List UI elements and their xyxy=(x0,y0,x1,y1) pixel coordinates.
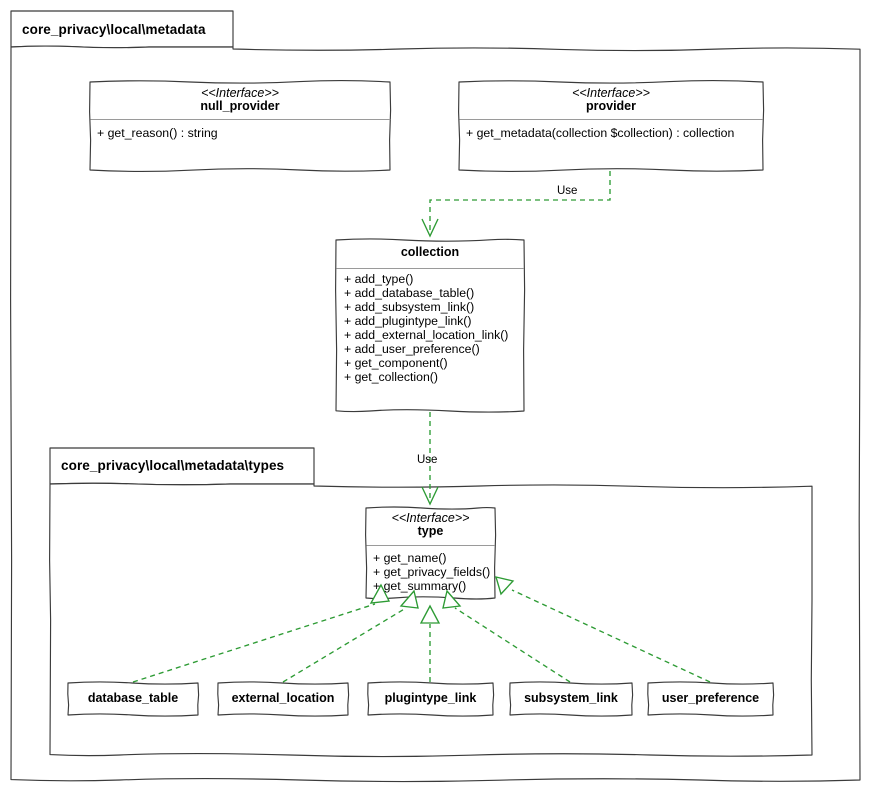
realization-line xyxy=(282,607,407,683)
class-collection-box xyxy=(335,238,526,413)
class-collection-member: + get_collection() xyxy=(344,370,438,384)
class-collection-name: collection xyxy=(400,245,460,259)
package-types-title: core_privacy\local\metadata\types xyxy=(61,458,285,473)
class-collection-member: + add_database_table() xyxy=(344,286,475,300)
class-provider-box xyxy=(458,80,765,173)
relation-database-table-realizes-type xyxy=(132,583,391,683)
realization-triangle xyxy=(399,589,419,609)
class-user-preference xyxy=(647,681,775,717)
class-database-table-name: database_table xyxy=(87,691,179,705)
class-type-box xyxy=(365,506,497,600)
relation-user-preference-realizes-type xyxy=(495,576,711,683)
class-null-provider xyxy=(89,80,392,173)
class-subsystem-link-name: subsystem_link xyxy=(524,691,618,705)
class-type-name: type xyxy=(417,524,444,538)
class-plugintype-link xyxy=(367,681,495,717)
relation-external-location-realizes-type xyxy=(282,589,419,683)
relation-subsystem-link-realizes-type xyxy=(442,589,571,683)
class-null-provider-stereotype: <<Interface>> xyxy=(201,86,279,100)
relation-plugintype-link-realizes-type xyxy=(419,604,441,682)
relation-collection-uses-type xyxy=(421,412,439,506)
class-collection xyxy=(335,238,526,413)
class-external-location-name: external_location xyxy=(231,691,335,705)
realization-triangle xyxy=(419,604,441,624)
class-plugintype-link-name: plugintype_link xyxy=(384,691,477,705)
class-null-provider-name: null_provider xyxy=(200,99,280,113)
class-type-member: + get_privacy_fields() xyxy=(373,565,491,579)
class-provider-name: provider xyxy=(585,99,636,113)
class-type-member: + get_name() xyxy=(373,551,447,565)
class-collection-member: + get_component() xyxy=(344,356,448,370)
class-type-member: + get_summary() xyxy=(373,579,467,593)
open-arrow-head xyxy=(421,218,439,238)
class-collection-member: + add_type() xyxy=(344,272,414,286)
realization-triangle xyxy=(442,589,462,609)
relation-label-collection-type: Use xyxy=(417,454,438,466)
class-plugintype-link-box xyxy=(367,681,495,717)
realization-line xyxy=(454,607,571,683)
class-null-provider-box xyxy=(89,80,392,173)
dependency-line xyxy=(429,171,611,231)
class-type xyxy=(365,506,497,600)
relation-label-provider-collection: Use xyxy=(557,185,578,197)
class-collection-member: + add_plugintype_link() xyxy=(344,314,472,328)
class-subsystem-link xyxy=(509,681,634,717)
class-external-location-box xyxy=(217,681,350,717)
realization-triangle xyxy=(495,576,515,596)
class-collection-member: + add_user_preference() xyxy=(344,342,480,356)
class-user-preference-box xyxy=(647,681,775,717)
class-external-location xyxy=(217,681,350,717)
class-provider-stereotype: <<Interface>> xyxy=(572,86,650,100)
realization-line xyxy=(511,589,711,683)
class-user-preference-name: user_preference xyxy=(661,691,760,705)
relation-provider-uses-collection xyxy=(421,171,611,238)
class-collection-member: + add_external_location_link() xyxy=(344,328,509,342)
class-database-table-box xyxy=(67,681,200,717)
class-collection-member: + add_subsystem_link() xyxy=(344,300,475,314)
package-metadata-title: core_privacy\local\metadata xyxy=(22,22,206,37)
open-arrow-head xyxy=(421,486,439,506)
realization-triangle xyxy=(369,583,391,604)
class-provider-member: + get_metadata(collection $collection) :… xyxy=(466,126,735,140)
class-subsystem-link-box xyxy=(509,681,634,717)
class-null-provider-member: + get_reason() : string xyxy=(97,126,218,140)
class-type-stereotype: <<Interface>> xyxy=(391,511,470,525)
class-database-table xyxy=(67,681,200,717)
class-provider xyxy=(458,80,765,173)
realization-line xyxy=(132,603,376,683)
